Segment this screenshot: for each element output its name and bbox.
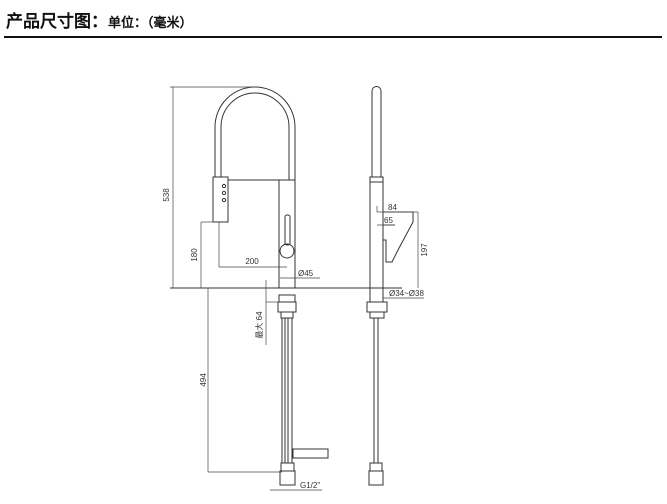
faucet-body: [278, 179, 296, 289]
spout-outer: [214, 86, 296, 180]
outlet-pipe: [292, 448, 329, 459]
inlet-fitting: [280, 462, 295, 472]
spray-head: [212, 176, 229, 223]
mount-nut: [277, 301, 297, 313]
dim-max-deck-thickness: 最大 64: [254, 311, 264, 339]
unit-text: 单位：（毫米）: [108, 16, 193, 31]
dim-handle-offset: 65: [384, 216, 393, 225]
title-text: 产品尺寸图：: [6, 12, 108, 32]
dim-body-diameter: Ø45: [298, 269, 314, 278]
dim-hole-diameter: Ø34~Ø38: [389, 289, 424, 298]
side-spout: [371, 86, 382, 177]
side-handle: [383, 211, 414, 263]
dim-total-height: 538: [162, 188, 171, 202]
dim-handle-height: 197: [420, 243, 429, 257]
dim-reach: 200: [245, 257, 259, 266]
dim-inlet-thread: G1/2": [300, 481, 320, 490]
title-divider: [4, 36, 662, 38]
side-view: [366, 86, 414, 486]
handle-lever: [284, 214, 291, 246]
front-view: [212, 86, 329, 486]
dim-hose-length: 494: [199, 373, 208, 387]
side-mount-nut: [366, 301, 388, 313]
dim-spray-head-height: 180: [190, 248, 199, 262]
handle-hub: [279, 243, 295, 259]
spout-inner: [220, 92, 290, 180]
page-title: 产品尺寸图：单位：（毫米）: [6, 7, 193, 32]
dim-handle-depth: 84: [388, 203, 397, 212]
side-body: [369, 181, 384, 289]
